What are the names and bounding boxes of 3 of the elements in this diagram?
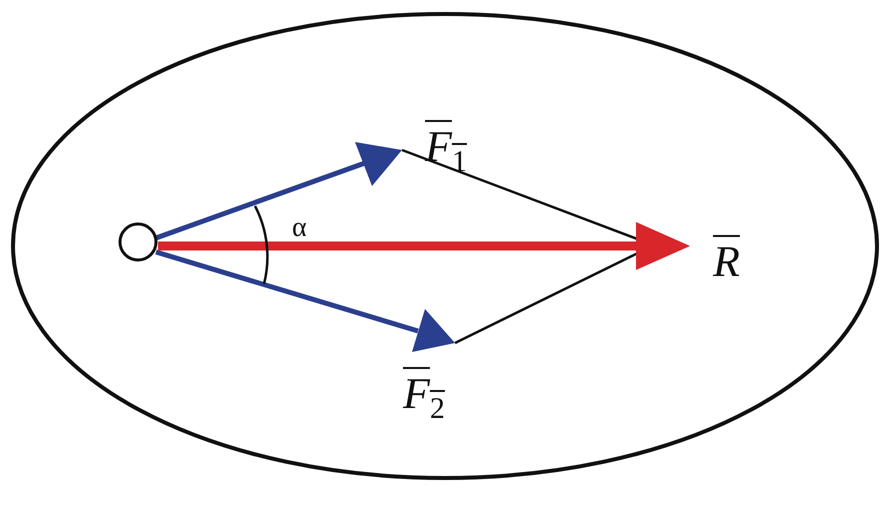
vector-label: F$_{2}$ <box>403 372 445 424</box>
vector-label: R <box>713 240 740 284</box>
angle-label: α <box>292 214 307 242</box>
